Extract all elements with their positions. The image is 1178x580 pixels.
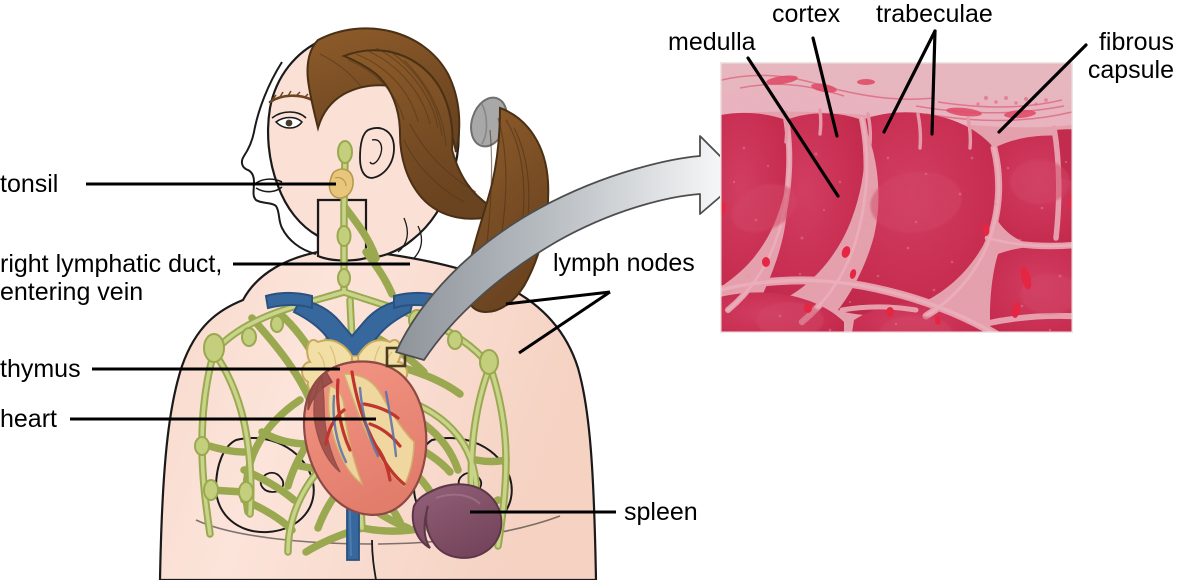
leader-cortex bbox=[811, 36, 839, 138]
label-cortex: cortex bbox=[772, 0, 841, 28]
label-medulla: medulla bbox=[668, 28, 756, 56]
label-tonsil: tonsil bbox=[0, 170, 59, 198]
callout-box bbox=[385, 346, 407, 368]
label-lymph-nodes: lymph nodes bbox=[553, 249, 695, 277]
heart bbox=[302, 360, 428, 516]
label-thymus: thymus bbox=[0, 355, 81, 383]
leader-trabeculae-b bbox=[930, 29, 937, 136]
leader-trabeculae-a bbox=[882, 29, 937, 134]
leader-medulla bbox=[746, 56, 840, 198]
label-heart: heart bbox=[0, 405, 57, 433]
leader-lymph-nodes-lower bbox=[518, 290, 611, 355]
label-right-lymphatic-duct: right lymphatic duct, entering vein bbox=[0, 250, 223, 306]
tonsil bbox=[328, 168, 354, 199]
leader-fibrous-capsule bbox=[997, 43, 1088, 134]
leader-lymph-nodes-upper bbox=[505, 290, 611, 306]
leader-lines-body bbox=[70, 182, 616, 514]
label-trabeculae: trabeculae bbox=[876, 0, 993, 28]
label-spleen: spleen bbox=[624, 498, 698, 526]
label-fibrous-capsule: fibrous capsule bbox=[1087, 28, 1174, 84]
spleen bbox=[411, 483, 503, 559]
